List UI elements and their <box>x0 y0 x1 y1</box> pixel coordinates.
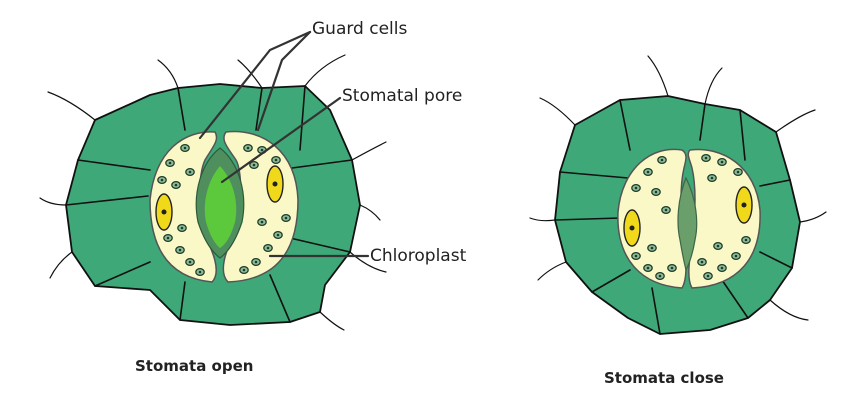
epidermal-cell-walls <box>554 99 793 335</box>
label-guard-cells: Guard cells <box>312 19 408 39</box>
nucleus-left <box>623 209 641 247</box>
nucleus-right <box>266 165 284 203</box>
epidermal-outlines <box>39 54 387 331</box>
stomata-close-diagram: Stomata close <box>529 55 827 387</box>
guard-cell-right <box>687 148 761 289</box>
nucleus-left <box>155 193 173 231</box>
label-stomatal-pore: Stomatal pore <box>342 86 462 106</box>
caption-stomata-close: Stomata close <box>604 369 724 387</box>
nucleus-right <box>735 186 753 224</box>
label-chloroplast: Chloroplast <box>370 246 467 266</box>
caption-stomata-open: Stomata open <box>135 357 253 375</box>
stomatal-pore-closed <box>677 176 698 272</box>
label-leader-lines <box>198 30 370 258</box>
stomata-open-diagram: Guard cells Stomatal pore Chloroplast St… <box>39 19 467 375</box>
stomatal-pore-inner <box>204 166 237 248</box>
epidermal-cell-walls <box>65 85 353 323</box>
epidermal-outlines <box>529 55 827 321</box>
guard-cell-left <box>149 131 218 283</box>
